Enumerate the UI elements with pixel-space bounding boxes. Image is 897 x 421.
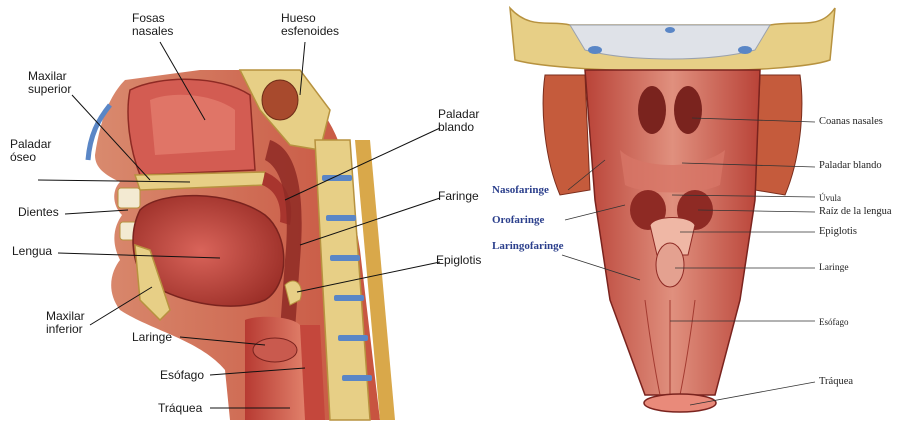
label-esofago-right: Esófago: [819, 316, 849, 328]
label-nasofaringe: Nasofaringe: [492, 184, 549, 196]
label-laringe: Laringe: [132, 331, 172, 344]
right-posterior-diagram: Coanas nasales Paladar blando Úvula Raíz…: [470, 0, 897, 421]
sagittal-illustration: [0, 0, 470, 421]
label-uvula: Úvula: [819, 192, 841, 204]
label-orofaringe: Orofaringe: [492, 214, 544, 226]
label-dientes: Dientes: [18, 206, 59, 219]
label-paladar-oseo: Paladar óseo: [10, 138, 51, 164]
label-raiz-lengua: Raíz de la lengua: [819, 206, 892, 218]
upper-teeth: [118, 188, 140, 208]
nasal-cavity-highlight: [150, 95, 235, 155]
label-traquea: Tráquea: [158, 402, 202, 415]
label-maxilar-superior: Maxilar superior: [28, 70, 71, 96]
label-fosas-nasales: Fosas nasales: [132, 12, 173, 38]
label-laringe-right: Laringe: [819, 262, 849, 274]
label-lengua: Lengua: [12, 245, 52, 258]
trachea-ring: [644, 394, 716, 412]
label-paladar-blando-right: Paladar blando: [819, 160, 882, 172]
label-maxilar-inferior: Maxilar inferior: [46, 310, 85, 336]
label-coanas-nasales: Coanas nasales: [819, 116, 883, 128]
label-epiglotis-right: Epiglotis: [819, 226, 857, 238]
larynx-inlet: [656, 243, 684, 287]
label-esofago: Esófago: [160, 369, 204, 382]
larynx-opening: [253, 338, 297, 362]
label-laringofaringe: Laringofaringe: [492, 240, 564, 252]
right-lateral-muscle: [755, 75, 802, 195]
label-traquea-right: Tráquea: [819, 376, 853, 388]
label-hueso-esfenoides: Hueso esfenoides: [281, 12, 339, 38]
sphenoid-sinus: [262, 80, 298, 120]
left-sagittal-diagram: Fosas nasales Hueso esfenoides Maxilar s…: [0, 0, 470, 421]
left-lateral-muscle: [543, 75, 590, 195]
